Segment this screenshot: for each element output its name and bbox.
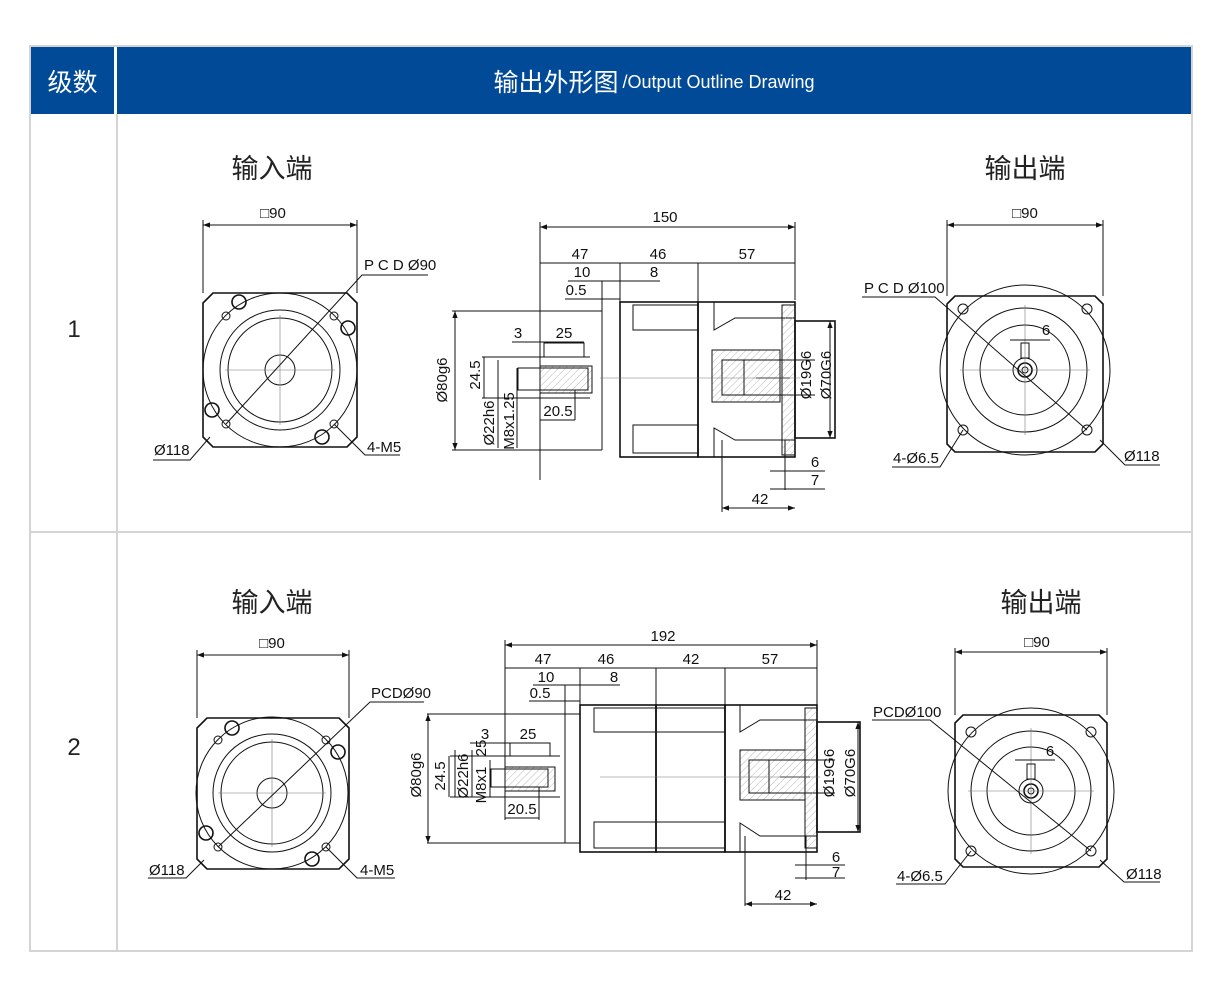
input-bolts-label: 4-M5 bbox=[360, 862, 394, 879]
input-od-label: Ø118 bbox=[154, 442, 190, 459]
dim-25: 25 bbox=[556, 325, 573, 342]
input-square-dim: □90 bbox=[259, 635, 285, 652]
dim-3: 3 bbox=[514, 325, 522, 342]
segment-dim: 46 bbox=[650, 246, 667, 263]
title-cn: 输出外形图 bbox=[493, 68, 619, 97]
drawing-column-header: 输出外形图 /Output Outline Drawing bbox=[117, 47, 1191, 114]
bore-dia-dim: Ø19G6 bbox=[821, 749, 838, 797]
side-view: 192 47 46 42 57 10 8 0.5 Ø80g6 3 25 25 2… bbox=[408, 628, 861, 907]
row-divider bbox=[31, 531, 1191, 533]
dim-8: 8 bbox=[610, 669, 618, 686]
dim-20-5: 20.5 bbox=[543, 403, 572, 420]
thread-dim: M8x1.25 bbox=[501, 392, 518, 450]
dim-7: 7 bbox=[832, 864, 840, 881]
dim-25-vertical: 25 bbox=[473, 740, 490, 757]
input-end-title: 输入端 bbox=[232, 588, 313, 618]
dim-24-5: 24.5 bbox=[467, 360, 484, 389]
output-end-title: 输出端 bbox=[985, 154, 1066, 184]
output-square-dim: □90 bbox=[1012, 205, 1038, 222]
input-bolts-label: 4-M5 bbox=[367, 439, 401, 456]
key-width-dim: 6 bbox=[1046, 743, 1054, 760]
input-square-dim: □90 bbox=[260, 205, 286, 222]
output-pcd-label: P C D Ø100 bbox=[864, 280, 945, 297]
segment-dim: 46 bbox=[598, 651, 615, 668]
total-length-dim: 150 bbox=[652, 209, 677, 226]
segment-dim: 57 bbox=[739, 246, 756, 263]
input-end-title: 输入端 bbox=[232, 154, 313, 184]
stage-1-label: 1 bbox=[67, 316, 81, 343]
input-pcd-label: P C D Ø90 bbox=[364, 257, 436, 274]
output-holes-label: 4-Ø6.5 bbox=[893, 450, 939, 467]
flange-dia-dim: Ø80g6 bbox=[434, 357, 451, 402]
output-end-title: 输出端 bbox=[1001, 588, 1082, 618]
segment-dim: 47 bbox=[572, 246, 589, 263]
dim-20-5: 20.5 bbox=[507, 801, 536, 818]
input-pcd-label: PCDØ90 bbox=[371, 685, 431, 702]
dim-0-5: 0.5 bbox=[530, 685, 551, 702]
total-length-dim: 192 bbox=[650, 628, 675, 645]
shaft-dia-dim: Ø22h6 bbox=[481, 400, 498, 445]
segment-dim: 42 bbox=[683, 651, 700, 668]
dim-42: 42 bbox=[752, 491, 769, 508]
dim-6: 6 bbox=[832, 849, 840, 866]
dim-7: 7 bbox=[811, 472, 819, 489]
dim-10: 10 bbox=[538, 669, 555, 686]
output-od-label: Ø118 bbox=[1126, 866, 1162, 883]
outline-drawing-table: 级数 输出外形图 /Output Outline Drawing 1 2 bbox=[29, 45, 1193, 952]
dim-42: 42 bbox=[775, 887, 792, 904]
dim-25: 25 bbox=[520, 726, 537, 743]
dim-6: 6 bbox=[811, 454, 819, 471]
input-end-view: □90 PCDØ90 Ø118 4-M5 bbox=[148, 635, 431, 879]
stage-column-header: 级数 bbox=[31, 47, 117, 114]
output-square-dim: □90 bbox=[1024, 634, 1050, 651]
shaft-dia-dim: Ø22h6 bbox=[455, 753, 472, 798]
dim-24-5: 24.5 bbox=[432, 761, 449, 790]
output-pcd-label: PCDØ100 bbox=[873, 704, 941, 721]
output-holes-label: 4-Ø6.5 bbox=[897, 868, 943, 885]
dim-0-5: 0.5 bbox=[566, 282, 587, 299]
segment-dim: 57 bbox=[762, 651, 779, 668]
key-width-dim: 6 bbox=[1042, 322, 1050, 339]
flange-dia-dim: Ø80g6 bbox=[408, 752, 425, 797]
stage-2-label: 2 bbox=[67, 734, 81, 761]
output-end-view: □90 6 P C D Ø100 4-Ø6.5 Ø118 bbox=[862, 205, 1160, 468]
segment-dim: 47 bbox=[535, 651, 552, 668]
pilot-dia-dim: Ø70G6 bbox=[842, 749, 859, 797]
input-end-view: □90 P C D Ø90 Ø118 4-M5 bbox=[153, 205, 436, 461]
table-header: 级数 输出外形图 /Output Outline Drawing bbox=[31, 47, 1191, 114]
bore-dia-dim: Ø19G6 bbox=[798, 351, 815, 399]
dim-3: 3 bbox=[481, 726, 489, 743]
output-end-view: □90 6 PCDØ100 4-Ø6.5 Ø118 bbox=[872, 634, 1162, 885]
pilot-dia-dim: Ø70G6 bbox=[818, 351, 835, 399]
side-view: 150 47 46 57 10 8 0.5 Ø80g6 3 25 24.5 Ø2… bbox=[434, 209, 836, 512]
output-od-label: Ø118 bbox=[1124, 448, 1160, 465]
dim-10: 10 bbox=[574, 264, 591, 281]
dim-8: 8 bbox=[650, 264, 658, 281]
thread-dim: M8x1 bbox=[473, 767, 490, 804]
input-od-label: Ø118 bbox=[149, 862, 185, 879]
title-en: /Output Outline Drawing bbox=[622, 72, 815, 92]
